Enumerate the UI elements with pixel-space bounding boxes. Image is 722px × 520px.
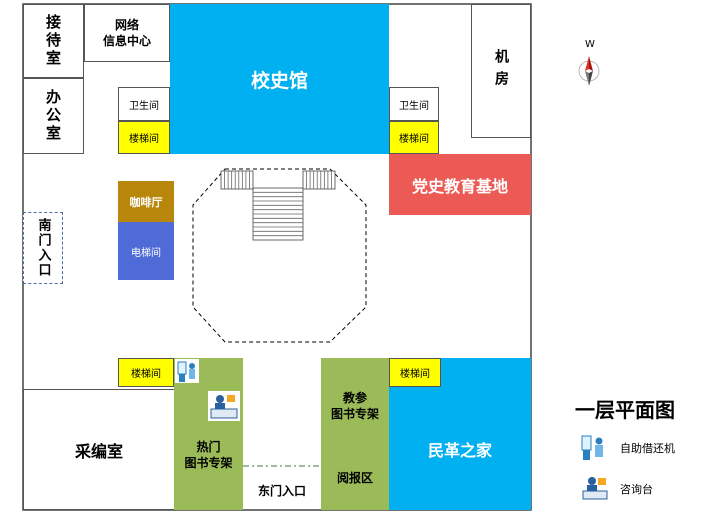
label-teaching-books: 教参 图书专架 [330, 390, 379, 421]
room-party-base: 党史教育基地 [389, 154, 531, 215]
room-stair-right-bottom-overlay: 楼梯间 [389, 358, 441, 387]
south-entrance[interactable]: 南门入口 [23, 212, 63, 284]
room-restroom-right: 卫生间 [389, 87, 439, 121]
central-staircase [220, 170, 336, 241]
legend-info-desk-label: 咨询台 [620, 483, 653, 496]
room-office: 办公室 [23, 78, 84, 154]
legend-self-service-icon [581, 435, 603, 460]
compass-icon [578, 56, 600, 86]
info-desk-icon [208, 391, 240, 421]
room-stair-right-top: 楼梯间 [389, 121, 439, 154]
room-reception: 接待室 [23, 4, 84, 78]
area-hot-books [174, 358, 243, 510]
label-hot-books: 热门 图书专架 [184, 439, 233, 470]
room-cafe: 咖啡厅 [118, 181, 174, 222]
label-newspaper: 阅报区 [336, 470, 373, 485]
self-service-machine-icon [175, 359, 199, 383]
legend-info-desk-icon [582, 477, 608, 500]
room-stair-left-top: 楼梯间 [118, 121, 170, 154]
legend-self-service-label: 自助借还机 [620, 442, 675, 455]
label-folk-home: 民革之家 [427, 440, 492, 460]
legend-title: 一层平面图 [575, 398, 675, 422]
room-stair-left-bottom: 楼梯间 [118, 358, 174, 387]
room-cataloging: 采编室 [23, 389, 175, 510]
compass-label: W [585, 39, 595, 50]
room-elevator: 电梯间 [118, 222, 174, 280]
area-teaching-books [321, 358, 389, 510]
room-history-hall: 校史馆 [170, 4, 389, 154]
room-network-center: 网络 信息中心 [84, 4, 170, 62]
room-machine-room: 机房 [471, 4, 531, 138]
east-entrance[interactable]: 东门入口 [257, 483, 306, 498]
atrium-outline [192, 168, 367, 343]
room-restroom-left: 卫生间 [118, 87, 170, 121]
